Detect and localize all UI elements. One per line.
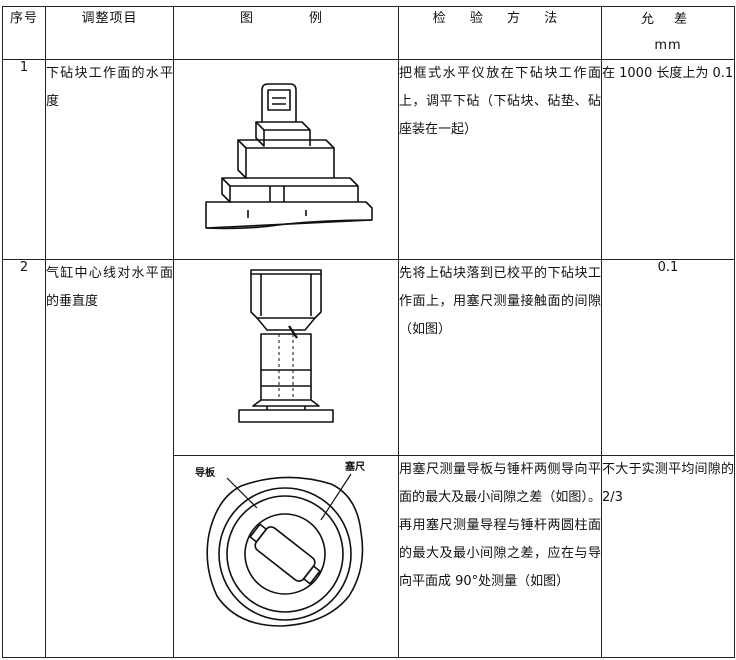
- header-no: 序号: [2, 6, 46, 60]
- table-row-2: 2 气缸中心线对水平面的垂直度 先将上砧块落到已校平的下砧块工作面上，用塞尺测量…: [2, 259, 735, 658]
- table-row-3: 导板 塞尺 用塞尺测量导板与锤杆两侧导向平面的最大及最小间隙之差（如图）。再用塞…: [3, 455, 735, 658]
- row-1-no: 1: [2, 59, 46, 260]
- row-3-method: 用塞尺测量导板与锤杆两侧导向平面的最大及最小间隙之差（如图）。再用塞尺测量导程与…: [398, 455, 602, 658]
- guide-feeler-drawing: 导板 塞尺: [195, 460, 365, 627]
- figure-label-feeler: 塞尺: [345, 460, 365, 473]
- header-allowance: 允 差 mm: [601, 6, 735, 60]
- header-allowance-label: 允 差: [640, 12, 696, 27]
- row-2-method: 先将上砧块落到已校平的下砧块工作面上，用塞尺测量接触面的间隙（如图）: [398, 259, 602, 456]
- row-1-figure: [173, 59, 399, 260]
- row-3-allowance: 不大于实测平均间隙的 2/3: [601, 455, 735, 658]
- row-3-figure: 导板 塞尺: [173, 455, 399, 658]
- header-method: 检 验 方 法: [398, 6, 602, 60]
- header-figure-label: 图 例: [239, 11, 332, 26]
- adjustment-spec-table: 序号 调整项目 图 例 检 验 方 法 允 差 mm 1 下砧块工作面的水平度: [2, 6, 735, 658]
- row-1-allowance: 在 1000 长度上为 0.1: [601, 59, 735, 260]
- row-2-item: 气缸中心线对水平面的垂直度: [45, 259, 174, 658]
- row-1-method: 把框式水平仪放在下砧块工作面上，调平下砧（下砧块、砧垫、砧座装在一起）: [398, 59, 602, 260]
- header-item: 调整项目: [45, 6, 174, 60]
- header-row: 序号 调整项目 图 例 检 验 方 法 允 差 mm: [2, 6, 735, 60]
- header-method-label: 检 验 方 法: [432, 11, 568, 26]
- figure-label-guide: 导板: [195, 466, 216, 479]
- anvil-level-drawing: [205, 83, 373, 230]
- row-1-item: 下砧块工作面的水平度: [45, 59, 174, 260]
- header-figure: 图 例: [173, 6, 399, 60]
- row-2-figure: [173, 259, 399, 456]
- row-2-no: 2: [2, 259, 46, 658]
- table-row-1: 1 下砧块工作面的水平度: [2, 59, 735, 260]
- header-allowance-unit: mm: [654, 38, 682, 53]
- cylinder-perpendicularity-drawing: [238, 269, 334, 423]
- row-2-allowance: 0.1: [601, 259, 735, 456]
